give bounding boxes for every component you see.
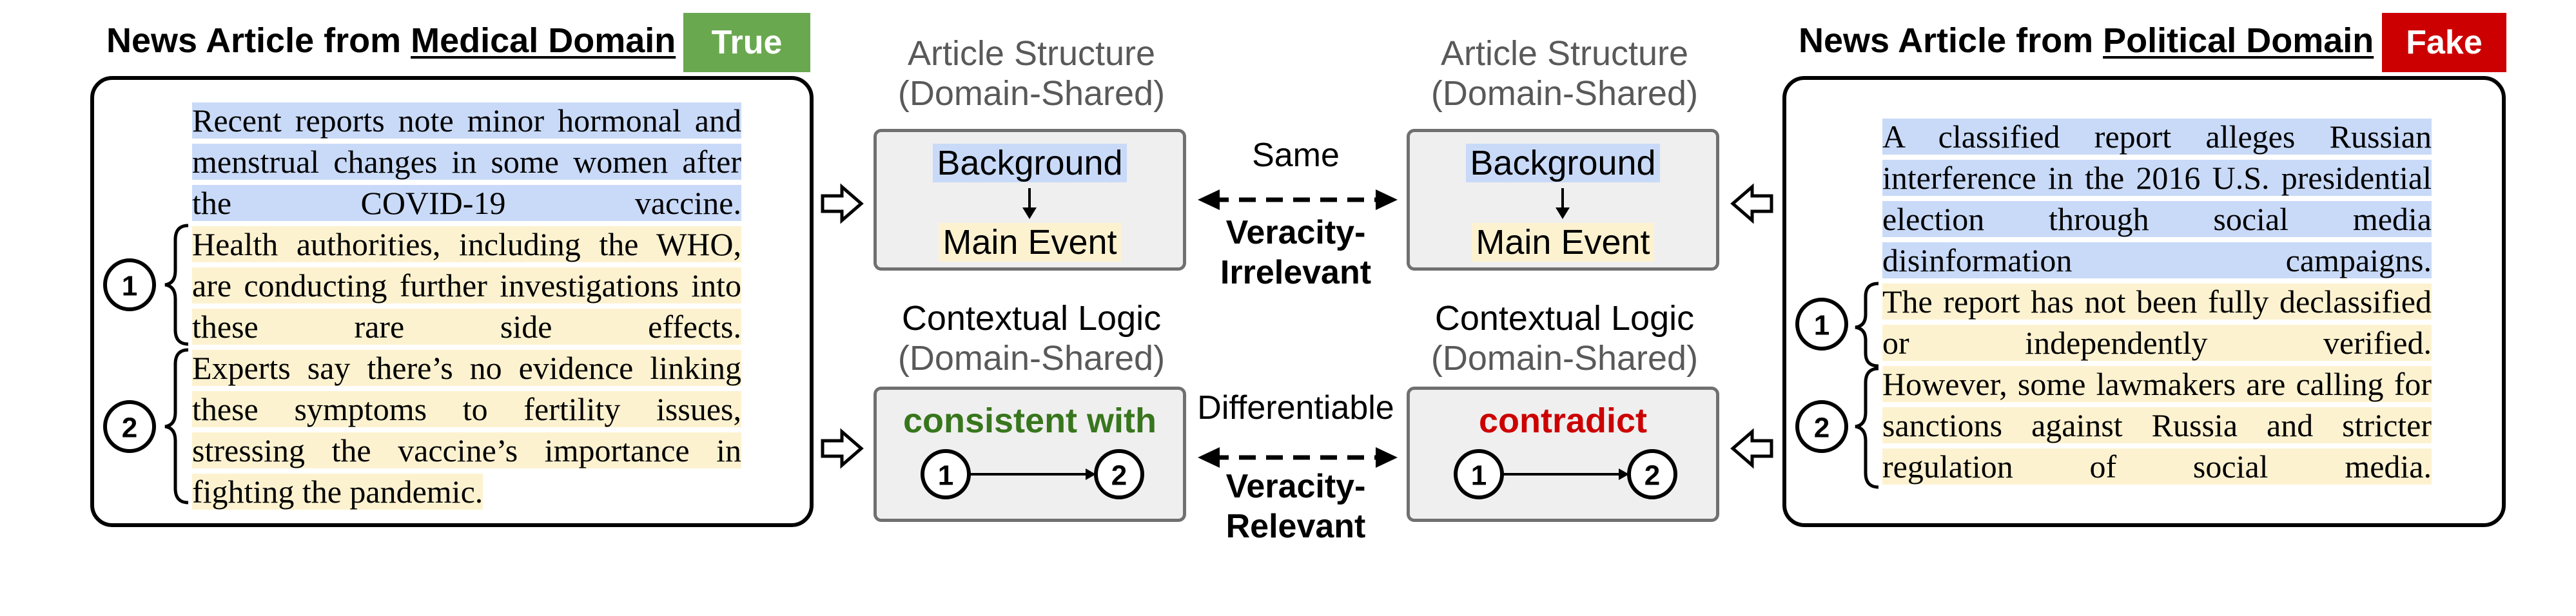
veracity-relevant-label: Veracity- Relevant (1225, 468, 1366, 545)
right-event1-paragraph: The report has not been fully declassifi… (1882, 284, 2432, 361)
left-article-heading: News Article from Medical Domain (106, 21, 676, 61)
left-marker-1: 1 (122, 271, 137, 302)
left-heading-domain: Medical Domain (411, 21, 676, 60)
differentiable-label: Differentiable (1197, 389, 1394, 427)
right-logic-entry-arrow (1730, 428, 1773, 469)
left-logic-node-2-circle (1094, 449, 1144, 499)
left-event1-paragraph: Health authorities, including the WHO, a… (192, 226, 741, 345)
left-marker-2: 2 (122, 412, 137, 444)
left-structure-title: Article Structure (Domain-Shared) (897, 34, 1166, 113)
left-logic-node-1-circle (921, 449, 971, 499)
right-logic-title: Contextual Logic (Domain-Shared) (1430, 299, 1699, 378)
right-marker-2: 2 (1814, 412, 1830, 444)
left-logic-relation: consistent with (903, 401, 1157, 440)
right-heading-prefix: News Article from (1799, 21, 2103, 60)
right-logic-relation: contradict (1478, 401, 1648, 440)
left-brace-2 (164, 348, 189, 505)
right-structure-background: Background (1407, 143, 1719, 183)
left-marker-1-circle (103, 258, 156, 311)
right-marker-1-circle (1795, 298, 1848, 351)
left-structure-down-arrow (1022, 207, 1037, 219)
left-event2-paragraph: Experts say there’s no evidence linking … (192, 350, 741, 510)
right-structure-title: Article Structure (Domain-Shared) (1430, 34, 1699, 113)
left-heading-prefix: News Article from (106, 21, 411, 60)
right-marker-2-circle (1795, 400, 1848, 453)
right-brace-1 (1855, 282, 1879, 368)
left-logic-node-1: 1 (938, 460, 953, 492)
left-veracity-badge: True (683, 13, 810, 72)
right-logic-node-2-circle (1627, 449, 1677, 499)
left-structure-main-event: Main Event (873, 222, 1186, 262)
left-marker-2-circle (103, 400, 156, 453)
left-logic-entry-arrow (821, 428, 864, 469)
left-structure-entry-arrow (821, 183, 864, 224)
right-logic-node-1-circle (1454, 449, 1504, 499)
left-logic-node-2: 2 (1111, 460, 1127, 492)
right-marker-1: 1 (1814, 310, 1830, 342)
right-structure-down-arrow (1556, 207, 1570, 219)
right-heading-domain: Political Domain (2103, 21, 2374, 60)
left-background-paragraph: Recent reports note minor hormonal and m… (192, 102, 741, 221)
right-event2-paragraph: However, some lawmakers are calling for … (1882, 366, 2432, 485)
same-label: Same (1252, 137, 1340, 174)
right-structure-main-event: Main Event (1407, 222, 1719, 262)
left-brace-1 (164, 224, 189, 346)
right-article-heading: News Article from Political Domain (1799, 21, 2374, 61)
right-logic-node-2: 2 (1644, 460, 1660, 492)
right-veracity-badge: Fake (2382, 13, 2506, 72)
right-background-paragraph: A classified report alleges Russian inte… (1882, 119, 2432, 278)
left-structure-background: Background (873, 143, 1186, 183)
right-brace-2 (1855, 367, 1879, 489)
right-logic-node-1: 1 (1471, 460, 1487, 492)
right-structure-entry-arrow (1730, 183, 1773, 224)
veracity-irrelevant-label: Veracity- Irrelevant (1220, 214, 1372, 291)
left-logic-arrow (1086, 468, 1096, 480)
left-logic-title: Contextual Logic (Domain-Shared) (897, 299, 1166, 378)
right-logic-arrow (1619, 468, 1629, 480)
